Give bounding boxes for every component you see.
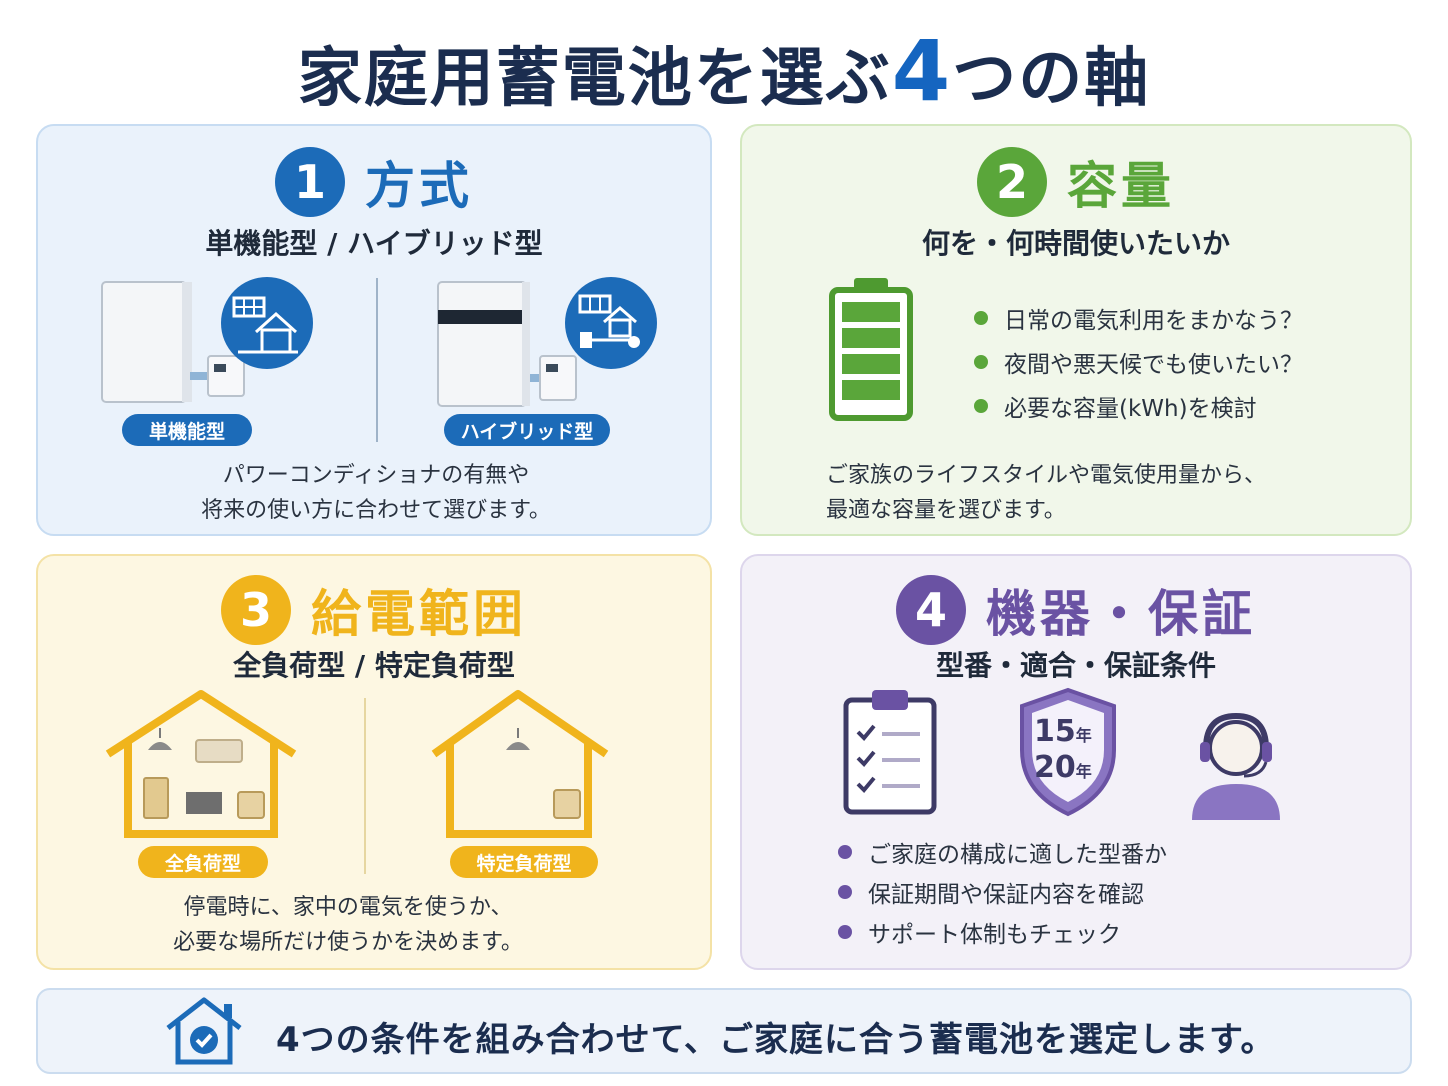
description-line: 必要な場所だけ使うかを決めます。 — [173, 930, 523, 955]
warranty-year-row: 15年 — [1034, 716, 1104, 752]
page-title: 家庭用蓄電池を選ぶ4つの軸 — [0, 22, 1448, 120]
solar-house-icon — [221, 277, 313, 369]
warranty-bullets: ご家庭の構成に適した型番か 保証期間や保証内容を確認 サポート体制もチェック — [838, 832, 1167, 952]
panel-subtitle: 何を・何時間使いたいか — [921, 227, 1230, 260]
list-item: 必要な容量(kWh)を検討 — [974, 384, 1303, 428]
bullet-dot — [838, 845, 852, 859]
house-check-icon — [166, 997, 242, 1065]
description-line: 停電時に、家中の電気を使うか、 — [183, 895, 513, 920]
panel-description: 停電時に、家中の電気を使うか、 必要な場所だけ使うかを決めます。 — [38, 890, 658, 960]
bullet-dot — [838, 925, 852, 939]
title-tail: つの軸 — [952, 42, 1151, 116]
panel-header: 4 機器・保証 — [742, 574, 1410, 646]
summary-footer: 4つの条件を組み合わせて、ご家庭に合う蓄電池を選定します。 — [36, 988, 1412, 1074]
year-unit: 年 — [1075, 726, 1092, 745]
specific-load-house-illustration — [431, 690, 609, 838]
panel-description: ご家族のライフスタイルや電気使用量から、 最適な容量を選びます。 — [826, 458, 1266, 528]
description-line: 将来の使い方に合わせて選びます。 — [201, 498, 551, 523]
label-full-load: 全負荷型 — [138, 846, 268, 878]
label-hybrid: ハイブリッド型 — [444, 414, 610, 446]
title-main: 家庭用蓄電池を選ぶ — [297, 42, 892, 116]
warranty-year: 20 — [1034, 750, 1076, 785]
battery-icon — [829, 278, 913, 421]
bullet-dot — [974, 355, 988, 369]
panel-method: 1 方式 単機能型 / ハイブリッド型 単機能型 — [36, 124, 712, 536]
panel-title: 給電範囲 — [311, 585, 527, 643]
capacity-bullets: 日常の電気利用をまかなう？ 夜間や悪天候でも使いたい？ 必要な容量(kWh)を検… — [974, 296, 1303, 428]
list-item: サポート体制もチェック — [838, 912, 1167, 952]
bullet-dot — [974, 399, 988, 413]
bullet-dot — [838, 885, 852, 899]
footer-text: 4つの条件を組み合わせて、ご家庭に合う蓄電池を選定します。 — [276, 1020, 1276, 1060]
divider — [376, 278, 378, 442]
description-line: 最適な容量を選びます。 — [826, 498, 1066, 523]
bullet-dot — [974, 311, 988, 325]
description-line: パワーコンディショナの有無や — [222, 463, 530, 488]
panel-subtitle: 全負荷型 / 特定負荷型 — [233, 649, 515, 682]
number-badge: 2 — [977, 147, 1047, 217]
panel-title: 容量 — [1067, 157, 1175, 215]
support-agent-icon — [1192, 712, 1280, 820]
description-line: ご家族のライフスタイルや電気使用量から、 — [826, 463, 1267, 488]
number-badge: 1 — [275, 147, 345, 217]
bullet-text: 夜間や悪天候でも使いたい？ — [1004, 352, 1303, 378]
panel-header: 3 給電範囲 — [38, 574, 710, 646]
warranty-year: 15 — [1034, 714, 1076, 749]
panel-title: 方式 — [365, 157, 473, 215]
panel-supply-range: 3 給電範囲 全負荷型 / 特定負荷型 全負荷型 特定負荷型 停電時に、家中の電… — [36, 554, 712, 970]
divider — [364, 698, 366, 874]
panel-description: パワーコンディショナの有無や 将来の使い方に合わせて選びます。 — [38, 458, 714, 528]
clipboard-check-icon — [843, 690, 937, 815]
bullet-text: サポート体制もチェック — [868, 922, 1121, 948]
warranty-year-row: 20年 — [1034, 752, 1104, 788]
title-number: 4 — [891, 22, 953, 120]
panel-subtitle: 型番・適合・保証条件 — [935, 649, 1216, 682]
list-item: 日常の電気利用をまかなう？ — [974, 296, 1303, 340]
warranty-years: 15年 20年 — [1034, 716, 1104, 788]
year-unit: 年 — [1075, 762, 1092, 781]
standalone-battery-illustration — [101, 281, 245, 403]
panel-equipment-warranty: 4 機器・保証 型番・適合・保証条件 15年 20年 ご家庭の構成に適した型番か… — [740, 554, 1412, 970]
bullet-text: 必要な容量(kWh)を検討 — [1004, 396, 1257, 422]
bullet-text: 保証期間や保証内容を確認 — [868, 882, 1144, 908]
hybrid-battery-illustration — [437, 281, 577, 407]
shield-icon — [1020, 687, 1116, 817]
full-load-house-illustration — [105, 690, 297, 838]
panel-subtitle: 単機能型 / ハイブリッド型 — [205, 227, 543, 260]
label-specific-load: 特定負荷型 — [450, 846, 598, 878]
bullet-text: ご家庭の構成に適した型番か — [868, 842, 1167, 868]
list-item: 保証期間や保証内容を確認 — [838, 872, 1167, 912]
label-standalone: 単機能型 — [122, 414, 252, 446]
list-item: ご家庭の構成に適した型番か — [838, 832, 1167, 872]
list-item: 夜間や悪天候でも使いたい？ — [974, 340, 1303, 384]
number-badge: 3 — [221, 575, 291, 645]
bullet-text: 日常の電気利用をまかなう？ — [1004, 308, 1303, 334]
number-badge: 4 — [896, 575, 966, 645]
panel-capacity: 2 容量 何を・何時間使いたいか 日常の電気利用をまかなう？ 夜間や悪天候でも使… — [740, 124, 1412, 536]
solar-plug-icon — [565, 277, 657, 369]
panel-title: 機器・保証 — [986, 585, 1256, 643]
panel-header: 1 方式 — [38, 146, 710, 218]
panel-header: 2 容量 — [742, 146, 1410, 218]
